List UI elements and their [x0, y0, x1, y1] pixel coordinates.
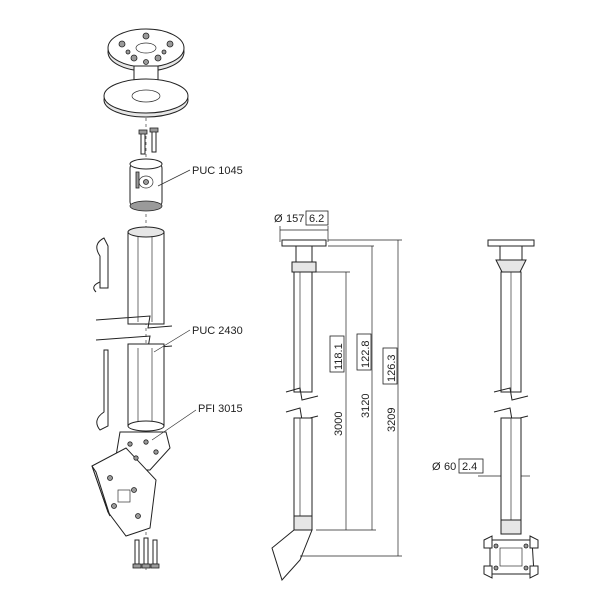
plate-diameter-mm: 157	[286, 213, 304, 225]
ceiling-plate	[107, 28, 185, 89]
front-ceiling-plate	[487, 239, 535, 247]
bottom-screws	[132, 537, 160, 569]
side-column	[271, 271, 319, 581]
leader-puc2430	[153, 329, 191, 353]
exploded-view: PUC 1045 PUC 2430	[91, 28, 243, 570]
column-puc2430	[93, 226, 173, 432]
label-pfi3015: PFI 3015	[198, 403, 243, 415]
dim-3000-inch: 118.1	[333, 343, 345, 370]
dimension-3209: 3209 126.3	[300, 239, 402, 557]
tube-diameter-symbol: Ø	[432, 461, 441, 473]
dimension-3000: 3000 118.1	[316, 271, 350, 531]
front-view: Ø 60 2.4	[432, 239, 539, 579]
leader-puc1045	[157, 169, 191, 187]
interface-pfi3015	[91, 431, 171, 537]
leader-pfi3015	[151, 409, 197, 441]
dimension-3120: 3120 122.8	[328, 245, 376, 531]
dim-3120-mm: 3120	[360, 394, 372, 418]
front-column	[493, 271, 529, 535]
tube-diameter-mm: 60	[444, 461, 456, 473]
side-view: Ø 157 6.2 3000 118.1	[271, 210, 402, 581]
label-puc1045: PUC 1045	[192, 165, 243, 177]
front-vesa-plate	[483, 535, 539, 579]
dim-3120-inch: 122.8	[360, 340, 372, 368]
top-bolts	[138, 127, 159, 155]
coupling-puc1045	[129, 158, 163, 212]
ceiling-ring	[103, 78, 189, 118]
dim-3209-mm: 3209	[386, 408, 398, 432]
plate-diameter-dimension: Ø 157 6.2	[274, 210, 329, 226]
label-puc2430: PUC 2430	[192, 325, 243, 337]
tube-diameter-dimension: Ø 60 2.4	[432, 458, 530, 477]
dim-3209-inch: 126.3	[386, 354, 398, 382]
plate-diameter-inch: 6.2	[309, 213, 324, 225]
tube-diameter-inch: 2.4	[462, 461, 477, 473]
dim-3000-mm: 3000	[333, 412, 345, 436]
plate-diameter-symbol: Ø	[274, 213, 283, 225]
side-ceiling-plate	[281, 239, 327, 247]
